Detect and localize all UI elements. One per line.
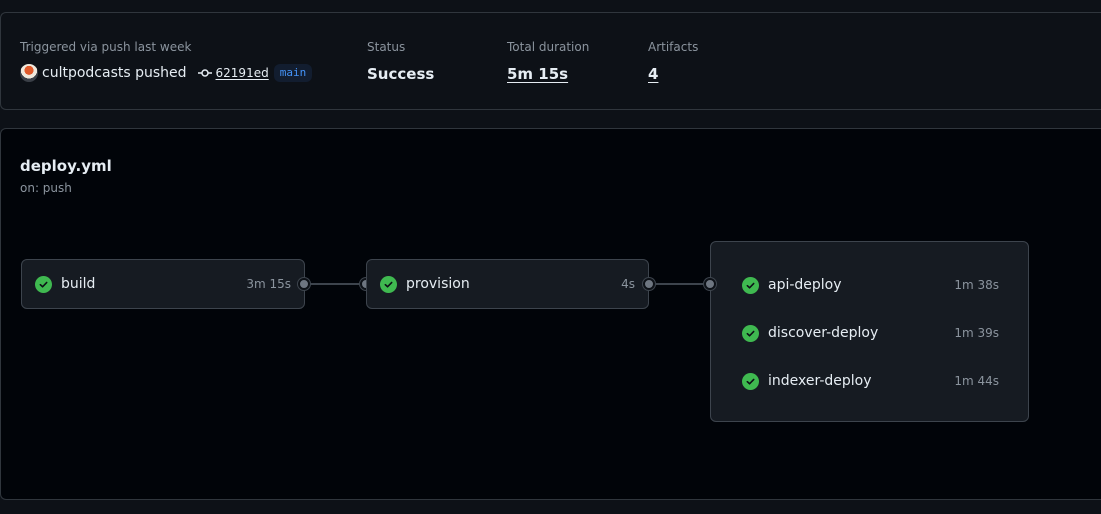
connector-line bbox=[649, 283, 711, 285]
duration-link[interactable]: 5m 15s bbox=[507, 65, 569, 83]
duration-section: Total duration 5m 15s bbox=[507, 39, 589, 83]
run-summary-card: Triggered via push last week cultpodcast… bbox=[0, 12, 1101, 110]
branch-badge[interactable]: main bbox=[273, 64, 313, 82]
check-circle-icon bbox=[742, 324, 759, 342]
job-name: discover-deploy bbox=[768, 325, 879, 341]
artifacts-link[interactable]: 4 bbox=[648, 65, 659, 83]
job-duration: 1m 39s bbox=[954, 326, 999, 340]
git-commit-icon bbox=[197, 68, 212, 78]
job-provision[interactable]: provision 4s bbox=[366, 259, 649, 309]
workflow-title: deploy.yml bbox=[20, 157, 112, 175]
job-name: indexer-deploy bbox=[768, 373, 872, 389]
trigger-section: Triggered via push last week cultpodcast… bbox=[20, 39, 313, 83]
status-value: Success bbox=[367, 65, 435, 83]
artifacts-section: Artifacts 4 bbox=[648, 39, 698, 83]
connector-dot bbox=[704, 278, 716, 290]
workflow-graph-card: deploy.yml on: push build 3m 15s provisi… bbox=[0, 128, 1101, 500]
commit-sha-link[interactable]: 62191ed bbox=[215, 66, 269, 80]
job-build[interactable]: build 3m 15s bbox=[21, 259, 305, 309]
actor-link[interactable]: cultpodcasts pushed bbox=[42, 65, 187, 81]
connector-dot bbox=[298, 278, 310, 290]
avatar[interactable] bbox=[20, 64, 38, 82]
check-circle-icon bbox=[742, 372, 759, 390]
job-name: build bbox=[61, 276, 96, 292]
workflow-trigger: on: push bbox=[20, 181, 72, 195]
duration-label: Total duration bbox=[507, 40, 590, 54]
trigger-label: Triggered via push last week bbox=[20, 40, 192, 54]
status-section: Status Success bbox=[367, 39, 434, 83]
job-duration: 3m 15s bbox=[246, 277, 291, 291]
deploy-jobs-group: api-deploy 1m 38s discover-deploy 1m 39s… bbox=[710, 241, 1029, 422]
job-duration: 1m 38s bbox=[954, 278, 999, 292]
job-api-deploy[interactable]: api-deploy 1m 38s bbox=[742, 273, 999, 297]
check-circle-icon bbox=[380, 275, 397, 293]
connector-dot bbox=[643, 278, 655, 290]
job-duration: 1m 44s bbox=[954, 374, 999, 388]
job-discover-deploy[interactable]: discover-deploy 1m 39s bbox=[742, 321, 999, 345]
check-circle-icon bbox=[35, 275, 52, 293]
artifacts-label: Artifacts bbox=[648, 40, 699, 54]
check-circle-icon bbox=[742, 276, 759, 294]
job-indexer-deploy[interactable]: indexer-deploy 1m 44s bbox=[742, 369, 999, 393]
job-duration: 4s bbox=[621, 277, 635, 291]
job-name: provision bbox=[406, 276, 470, 292]
status-label: Status bbox=[367, 40, 406, 54]
connector-line bbox=[305, 283, 367, 285]
job-name: api-deploy bbox=[768, 277, 842, 293]
